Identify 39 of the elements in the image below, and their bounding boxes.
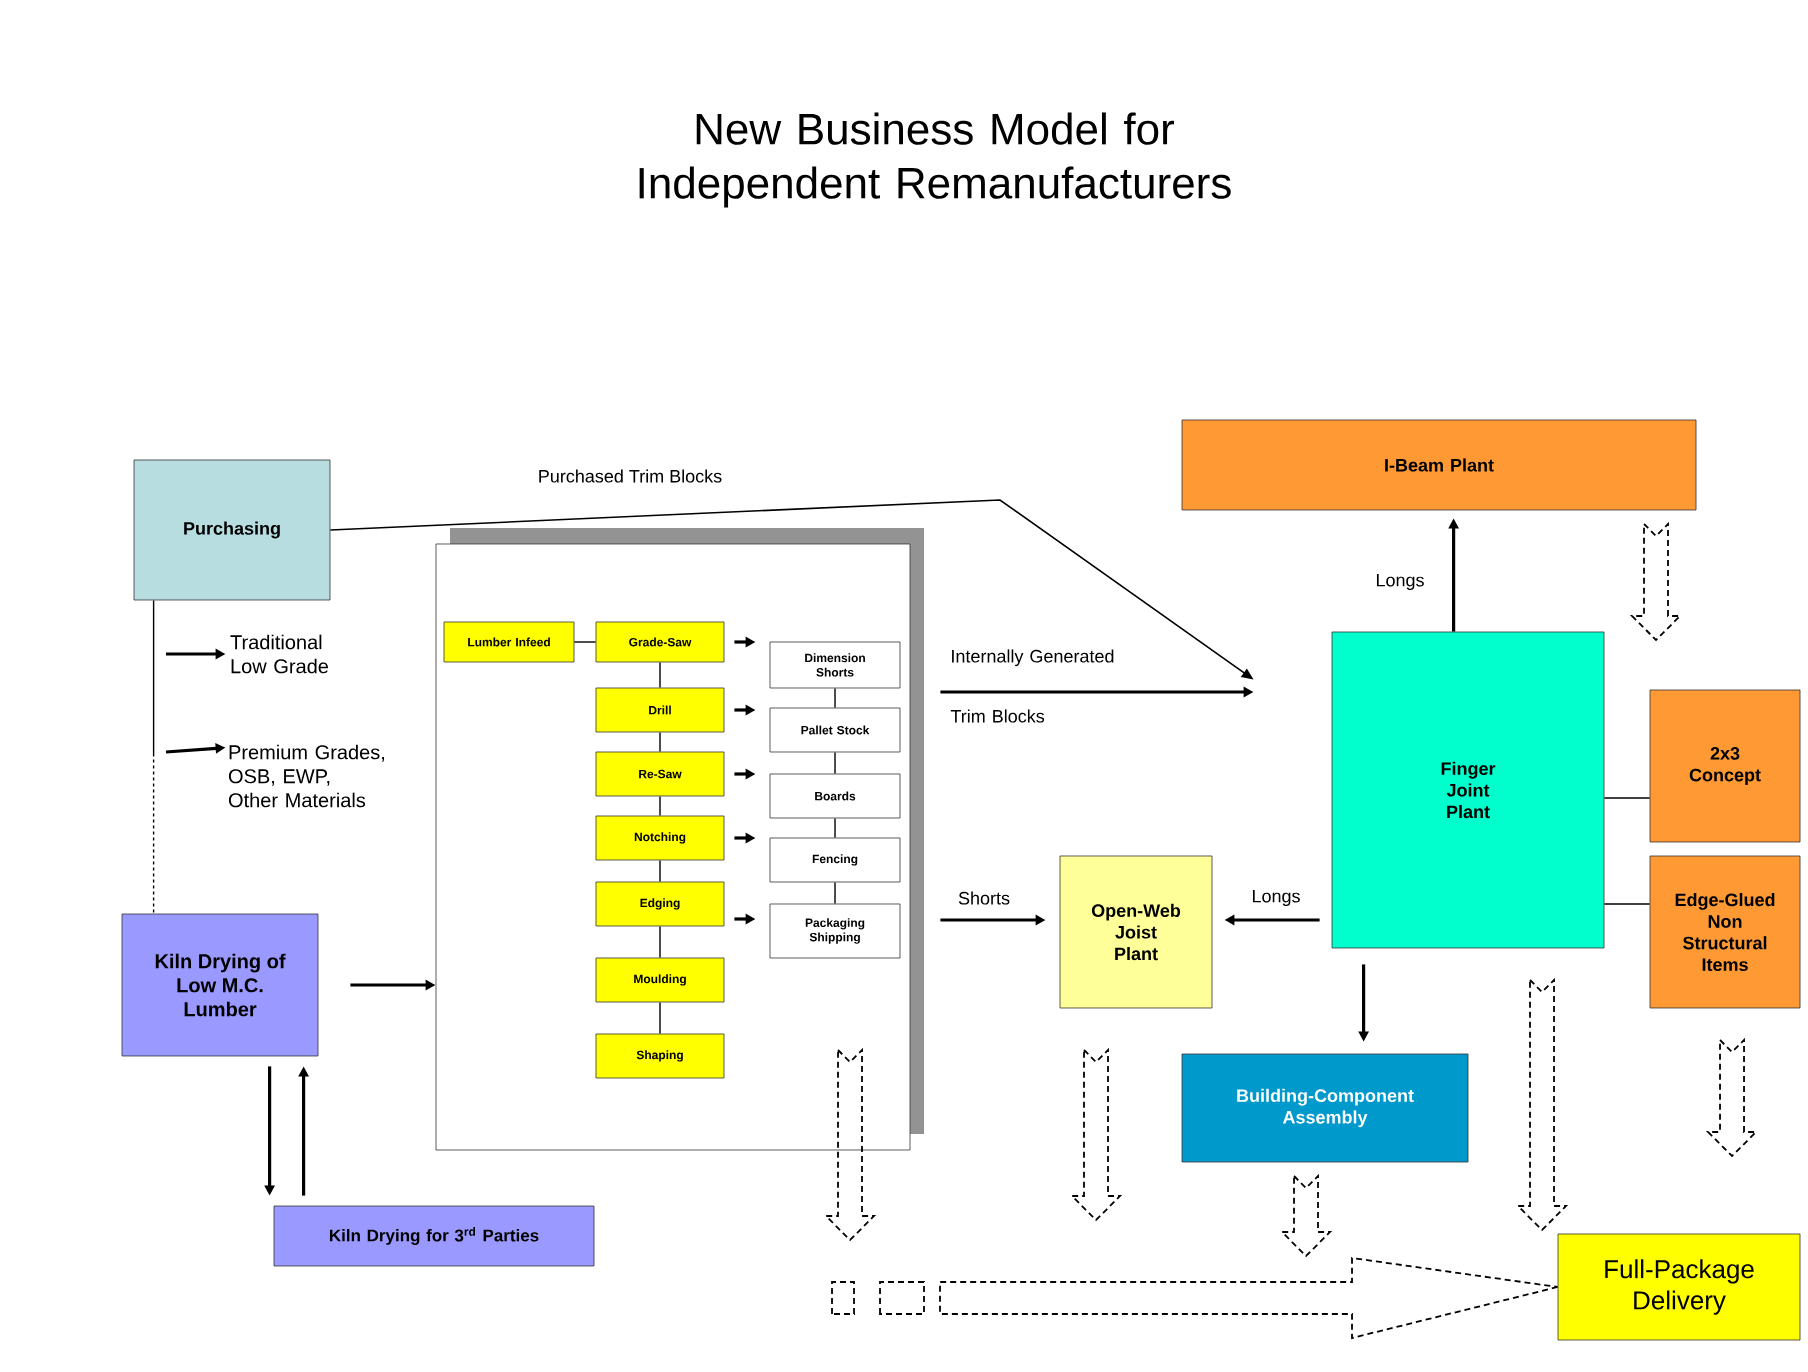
hollow-arrow: [1705, 1037, 1759, 1158]
plant-box: I-Beam Plant: [1181, 419, 1697, 511]
connector-line: [834, 881, 836, 905]
plant-box: Edge-Glued Non Structural Items: [1649, 855, 1801, 1009]
hollow-arrow: [1515, 977, 1569, 1232]
process-box: Kiln Drying for 3$^{rd}$ Parties: [273, 1205, 595, 1267]
hollow-arrow: [1629, 521, 1683, 642]
connector-line: [834, 817, 836, 839]
note-text: Premium Grades, OSB, EWP, Other Materials: [228, 744, 384, 808]
connector-line: [659, 661, 661, 689]
plant-box: Finger Joint Plant: [1331, 631, 1605, 949]
edge-label: Longs: [1376, 573, 1424, 591]
hollow-arrow: [823, 1047, 877, 1242]
edge-label: Longs: [1252, 889, 1300, 907]
edge-label: Purchased Trim Blocks: [539, 469, 722, 483]
process-box: Kiln Drying of Low M.C. Lumber: [121, 913, 319, 1057]
edge-label: Shorts: [958, 891, 1010, 905]
connector-line: [152, 599, 155, 915]
plant-box: 2x3 Concept: [1649, 689, 1801, 843]
connector-line: [659, 731, 661, 753]
connector-line: [659, 795, 661, 817]
hollow-arrow: [1279, 1173, 1333, 1258]
title: New Business Model for Independent Remanufacturers: [639, 112, 1231, 208]
connector-line: [573, 641, 597, 643]
hollow-arrow: [831, 1256, 1563, 1340]
connector-line: [659, 1001, 661, 1035]
note-text: Traditional Low Grade: [230, 634, 329, 674]
edge-label: Internally Generated Trim Blocks: [950, 649, 1114, 723]
connector-line: [659, 925, 661, 959]
connector-line: [834, 687, 836, 709]
connector-line: [834, 751, 836, 775]
delivery-box: Full-Package Delivery: [1557, 1233, 1801, 1341]
connector-line: [659, 859, 661, 883]
connector-line: [1603, 797, 1651, 799]
assembly-box: Building-Component Assembly: [1181, 1053, 1469, 1163]
hollow-arrow: [1069, 1047, 1123, 1222]
plant-box: Open-Web Joist Plant: [1059, 855, 1213, 1009]
connector-line: [1603, 903, 1651, 905]
process-box: Purchasing: [133, 459, 331, 601]
